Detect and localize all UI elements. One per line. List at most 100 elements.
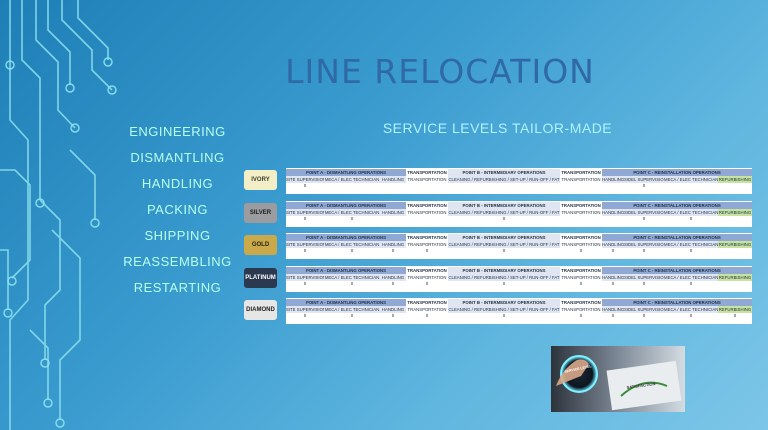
- col-cleaning: CLEANING / REFURBISHING / SET-UP / RUN-O…: [448, 208, 560, 216]
- col-handling-c: HANDLING: [602, 306, 624, 313]
- col-meca-elec-c: MECA / ELEC TECHNICIAN: [664, 273, 718, 281]
- check-mark: x: [425, 248, 429, 254]
- col-site-supervision: SITE SUPERVISION: [286, 208, 324, 216]
- col-meca-elec-a: MECA / ELEC TECHNICIAN: [324, 273, 380, 281]
- check-mark: x: [350, 215, 354, 222]
- header-point-b: POINT B - INTERMEDIARY OPERATIONS: [448, 266, 560, 274]
- check-mark: x: [689, 248, 693, 254]
- check-mark: x: [391, 280, 395, 287]
- step-shipping: SHIPPING: [144, 228, 211, 243]
- col-refurbishing: REFURBISHING: [718, 176, 752, 183]
- check-mark: x: [611, 313, 615, 319]
- check-mark: x: [689, 215, 693, 222]
- header-point-a: POINT A - DISMANTLING OPERATIONS: [286, 201, 406, 209]
- check-mark: x: [642, 215, 646, 222]
- check-mark: x: [502, 313, 506, 319]
- header-point-b: POINT B - INTERMEDIARY OPERATIONS: [448, 299, 560, 306]
- header-point-c: POINT C - REINSTALLATION OPERATIONS: [602, 234, 752, 241]
- col-handling-c: HANDLING: [602, 241, 624, 248]
- col-meca-elec-c: MECA / ELEC TECHNICIAN: [664, 208, 718, 216]
- col-transportation-2: TRANSPORTATION: [560, 273, 602, 281]
- page-subtitle: SERVICE LEVELS TAILOR-MADE: [382, 120, 613, 136]
- col-handling-a: HANDLING: [380, 176, 406, 183]
- step-reassembling: REASSEMBLING: [123, 254, 232, 269]
- check-mark: x: [425, 313, 429, 319]
- check-mark: x: [642, 248, 646, 254]
- page-title: LINE RELOCATION: [285, 52, 595, 91]
- level-badge-diamond: DIAMOND: [244, 300, 277, 320]
- check-mark: x: [502, 248, 506, 254]
- header-transportation-1: TRANSPORTATION: [406, 266, 448, 274]
- col-refurbishing: REFURBISHING: [718, 208, 752, 216]
- level-badge-ivory: IVORY: [244, 170, 277, 190]
- col-handling-c: HANDLING: [602, 273, 624, 281]
- check-mark: x: [502, 280, 506, 287]
- col-transportation-1: TRANSPORTATION: [406, 176, 448, 183]
- level-badge-gold: GOLD: [244, 235, 277, 255]
- step-restarting: RESTARTING: [133, 280, 222, 295]
- col-site-supervision: SITE SUPERVISION: [286, 241, 324, 248]
- check-mark: x: [350, 313, 354, 319]
- col-meca-elec-c: MECA / ELEC TECHNICIAN: [664, 241, 718, 248]
- service-level-row: DIAMOND POINT A - DISMANTLING OPERATIONS T…: [244, 298, 752, 331]
- check-mark: x: [611, 280, 615, 287]
- header-transportation-1: TRANSPORTATION: [406, 201, 448, 209]
- col-handling-a: HANDLING: [380, 273, 406, 281]
- header-transportation-2: TRANSPORTATION: [560, 299, 602, 306]
- col-transportation-2: TRANSPORTATION: [560, 208, 602, 216]
- header-transportation-2: TRANSPORTATION: [560, 201, 602, 209]
- check-mark: x: [350, 248, 354, 254]
- header-point-a: POINT A - DISMANTLING OPERATIONS: [286, 234, 406, 241]
- header-point-c: POINT C - REINSTALLATION OPERATIONS: [602, 169, 752, 176]
- check-mark: x: [689, 280, 693, 287]
- header-point-b: POINT B - INTERMEDIARY OPERATIONS: [448, 201, 560, 209]
- check-mark: x: [579, 248, 583, 254]
- header-point-b: POINT B - INTERMEDIARY OPERATIONS: [448, 169, 560, 176]
- col-site-supervision: SITE SUPERVISION: [286, 176, 324, 183]
- level-badge-silver: SILVER: [244, 202, 277, 223]
- check-mark: x: [689, 313, 693, 319]
- check-mark: x: [303, 215, 307, 222]
- process-steps-list: ENGINEERING DISMANTLING HANDLING PACKING…: [120, 122, 235, 304]
- check-mark: x: [642, 280, 646, 287]
- circuit-board-decoration: [0, 0, 117, 430]
- header-point-c: POINT C - REINSTALLATION OPERATIONS: [602, 299, 752, 306]
- col-refurbishing: REFURBISHING: [718, 241, 752, 248]
- check-mark: x: [425, 280, 429, 287]
- check-mark: x: [579, 280, 583, 287]
- header-transportation-1: TRANSPORTATION: [406, 234, 448, 241]
- col-transportation-1: TRANSPORTATION: [406, 273, 448, 281]
- col-sidel-supervision: SIDEL SUPERVISION: [624, 176, 664, 183]
- col-handling-a: HANDLING: [380, 208, 406, 216]
- col-cleaning: CLEANING / REFURBISHING / SET-UP / RUN-O…: [448, 241, 560, 248]
- header-transportation-1: TRANSPORTATION: [406, 169, 448, 176]
- check-mark: x: [642, 183, 646, 189]
- header-point-c: POINT C - REINSTALLATION OPERATIONS: [602, 266, 752, 274]
- col-cleaning: CLEANING / REFURBISHING / SET-UP / RUN-O…: [448, 306, 560, 313]
- col-cleaning: CLEANING / REFURBISHING / SET-UP / RUN-O…: [448, 273, 560, 281]
- check-mark: x: [579, 313, 583, 319]
- check-mark: x: [303, 183, 307, 189]
- col-site-supervision: SITE SUPERVISION: [286, 306, 324, 313]
- check-mark: x: [350, 280, 354, 287]
- col-meca-elec-a: MECA / ELEC TECHNICIAN: [324, 241, 380, 248]
- header-point-a: POINT A - DISMANTLING OPERATIONS: [286, 299, 406, 306]
- col-transportation-1: TRANSPORTATION: [406, 241, 448, 248]
- check-mark: x: [303, 280, 307, 287]
- check-mark: x: [391, 313, 395, 319]
- header-point-c: POINT C - REINSTALLATION OPERATIONS: [602, 201, 752, 209]
- header-point-a: POINT A - DISMANTLING OPERATIONS: [286, 169, 406, 176]
- col-meca-elec-a: MECA / ELEC TECHNICIAN: [324, 306, 380, 313]
- step-engineering: ENGINEERING: [129, 124, 226, 139]
- header-point-b: POINT B - INTERMEDIARY OPERATIONS: [448, 234, 560, 241]
- header-transportation-2: TRANSPORTATION: [560, 234, 602, 241]
- col-meca-elec-c: MECA / ELEC TECHNICIAN: [664, 176, 718, 183]
- step-handling: HANDLING: [141, 176, 214, 191]
